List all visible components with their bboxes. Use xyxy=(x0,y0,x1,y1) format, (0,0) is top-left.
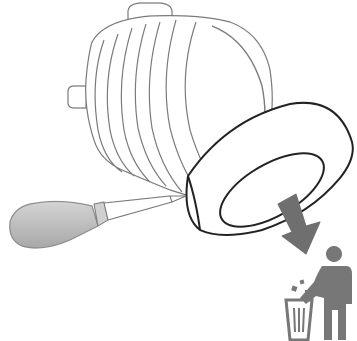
screwdriver xyxy=(10,196,186,248)
trash-disposal-icon xyxy=(286,246,352,340)
